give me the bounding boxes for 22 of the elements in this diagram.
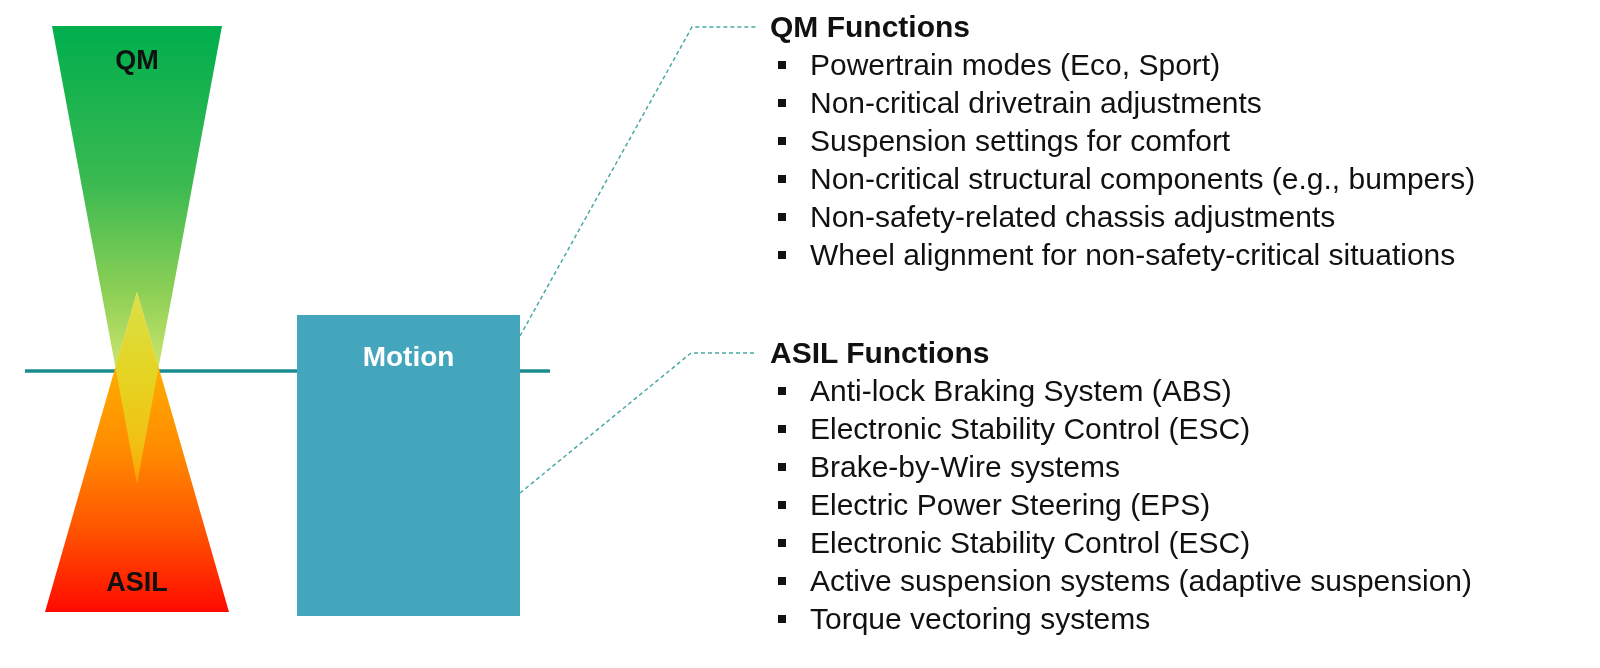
leader-line (519, 352, 757, 494)
list-item-text: Torque vectoring systems (810, 601, 1151, 637)
list-item-text: Electronic Stability Control (ESC) (810, 411, 1251, 447)
qm-level-triangle (52, 26, 222, 368)
list-item-text: Electric Power Steering (EPS) (810, 487, 1211, 523)
level-label: ASIL (106, 566, 168, 598)
section-heading: QM Functions (770, 9, 971, 45)
list-item-text: Anti-lock Braking System (ABS) (810, 373, 1232, 409)
list-item-text: Powertrain modes (Eco, Sport) (810, 47, 1221, 83)
system-box: Motion (297, 315, 520, 616)
list-item-text: Suspension settings for comfort (810, 123, 1231, 159)
level-label: QM (115, 44, 159, 76)
leader-line (519, 26, 757, 337)
list-item-text: Active suspension systems (adaptive suspension) (810, 563, 1472, 599)
list-item-text: Brake-by-Wire systems (810, 449, 1121, 485)
asil-level-triangle (45, 292, 229, 612)
list-item-text: Non-critical drivetrain adjustments (810, 85, 1262, 121)
list-item-text: Electronic Stability Control (ESC) (810, 525, 1251, 561)
list-item-text: Wheel alignment for non-safety-critical situations (810, 237, 1456, 273)
list-item-text: Non-safety-related chassis adjustments (810, 199, 1336, 235)
list-item-text: Non-critical structural components (e.g., bumpers) (810, 161, 1476, 197)
section-heading: ASIL Functions (770, 335, 991, 371)
